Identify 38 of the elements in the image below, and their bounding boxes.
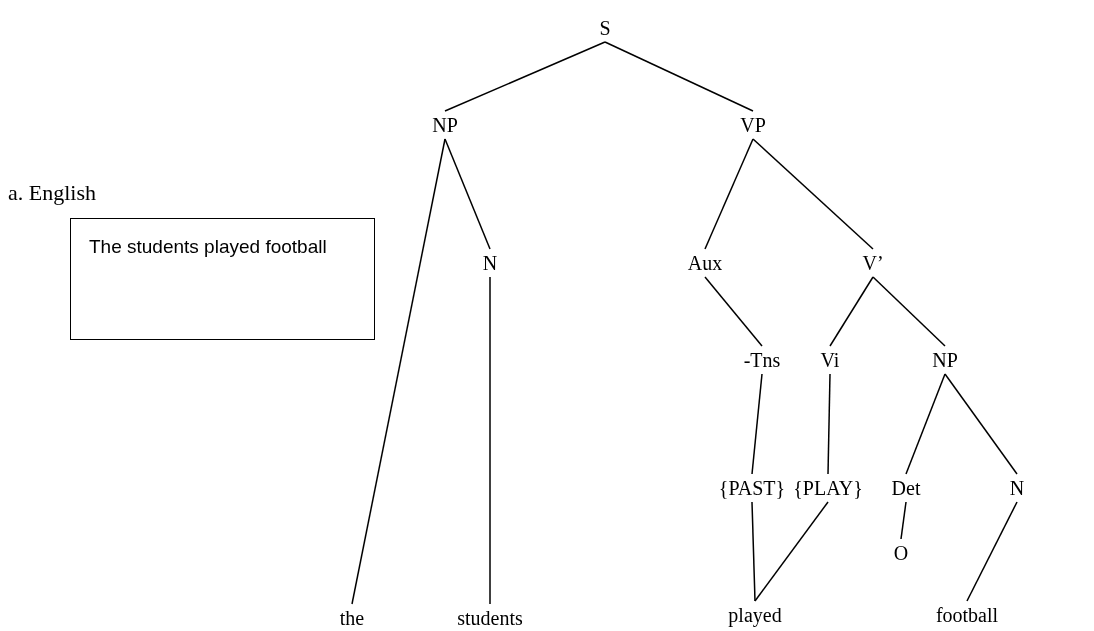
branch-line <box>604 41 754 112</box>
branch-line <box>827 373 831 475</box>
tree-node-label: {PLAY} <box>793 477 863 499</box>
tree-node-label: played <box>728 604 782 626</box>
branch-line <box>751 501 756 602</box>
branch-line <box>872 276 946 347</box>
branch-line <box>751 373 763 475</box>
branch-line <box>900 501 907 540</box>
example-heading: a. English <box>8 180 96 206</box>
branch-line <box>754 501 829 602</box>
branch-line <box>704 138 754 250</box>
tree-node-label: VP <box>740 114 766 136</box>
branch-line <box>444 138 491 250</box>
tree-node-label: Det <box>891 477 921 499</box>
tree-node-label: Vi <box>820 349 840 371</box>
branch-line <box>444 41 606 112</box>
sentence-box: The students played football <box>70 218 375 340</box>
tree-node-label: N <box>1009 477 1025 499</box>
tree-node-label: {PAST} <box>718 477 786 499</box>
branch-line <box>489 276 491 605</box>
tree-node-label: football <box>935 604 999 626</box>
tree-node-label: Aux <box>687 252 723 274</box>
tree-node-label: students <box>457 607 523 629</box>
tree-node-label: NP <box>932 349 958 371</box>
branch-line <box>704 276 763 347</box>
tree-node-label: -Tns <box>743 349 781 371</box>
branch-line <box>905 373 946 475</box>
branch-line <box>351 138 446 605</box>
tree-node-label: NP <box>432 114 458 136</box>
branch-line <box>966 501 1018 602</box>
tree-node-label: the <box>339 607 365 629</box>
tree-node-label: O <box>893 542 909 564</box>
tree-node-label: S <box>599 17 611 39</box>
branch-line <box>752 138 874 250</box>
tree-node-label: V’ <box>862 252 884 274</box>
tree-node-label: N <box>482 252 498 274</box>
branch-line <box>829 276 874 347</box>
branch-line <box>944 373 1018 475</box>
